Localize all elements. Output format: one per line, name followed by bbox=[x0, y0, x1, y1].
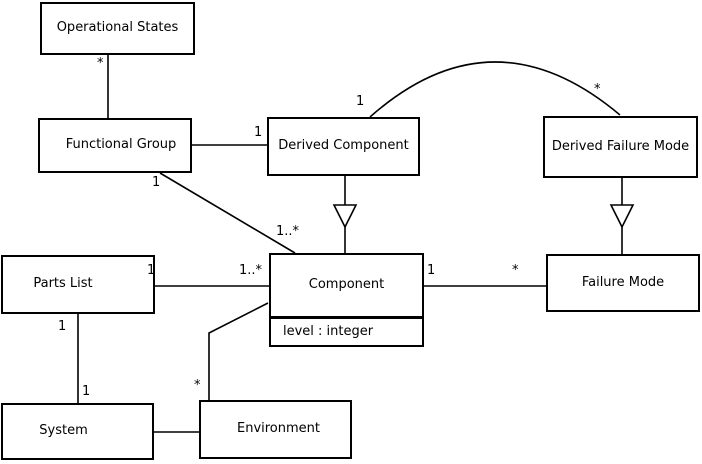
multiplicity-derived-component-arc: 1 bbox=[356, 94, 365, 109]
generalization-triangle-icon bbox=[332, 204, 358, 229]
class-operational-states: Operational States bbox=[40, 2, 195, 55]
multiplicity-component-partslist: 1..* bbox=[239, 263, 263, 278]
class-attribute-compartment: level : integer bbox=[271, 319, 422, 345]
class-name: Derived Component bbox=[278, 138, 409, 154]
multiplicity-derived-failure-mode-arc: * bbox=[594, 82, 601, 97]
class-name-compartment: Component bbox=[271, 255, 422, 319]
multiplicity-environment: * bbox=[194, 378, 201, 393]
class-name: Parts List bbox=[33, 276, 93, 292]
multiplicity-system: 1 bbox=[82, 384, 91, 399]
class-name: Environment bbox=[236, 421, 320, 437]
class-environment: Environment bbox=[199, 400, 352, 459]
class-derived-component: Derived Component bbox=[267, 117, 420, 176]
multiplicity-functional-group: 1 bbox=[152, 175, 161, 190]
edge-derivedcomponent-derivedfailuremode-arc bbox=[369, 61, 621, 118]
class-component: Component level : integer bbox=[269, 253, 424, 347]
class-name: Failure Mode bbox=[581, 274, 665, 290]
multiplicity-parts-list: 1 bbox=[147, 263, 156, 278]
generalization-triangle-icon bbox=[609, 204, 635, 229]
edge-environment-component bbox=[208, 302, 269, 400]
class-name: Derived Failure Mode bbox=[551, 138, 690, 154]
multiplicity-component-failuremode: 1 bbox=[427, 263, 436, 278]
class-name: Component bbox=[308, 277, 385, 293]
class-name: Functional Group bbox=[65, 137, 177, 153]
class-derived-failure-mode: Derived Failure Mode bbox=[543, 116, 698, 178]
class-name: Operational States bbox=[56, 20, 179, 36]
multiplicity-failure-mode: * bbox=[512, 263, 519, 278]
class-system: System bbox=[1, 403, 154, 460]
edge-functionalgroup-component bbox=[159, 172, 296, 254]
multiplicity-parts-list-system: 1 bbox=[58, 319, 67, 334]
class-attribute: level : integer bbox=[283, 323, 374, 339]
multiplicity-operational-states: * bbox=[97, 56, 104, 71]
class-failure-mode: Failure Mode bbox=[546, 254, 700, 312]
multiplicity-derived-component: 1 bbox=[254, 125, 263, 140]
class-name: System bbox=[39, 423, 88, 439]
class-parts-list: Parts List bbox=[1, 255, 155, 314]
class-functional-group: Functional Group bbox=[38, 118, 192, 173]
multiplicity-component: 1..* bbox=[276, 224, 300, 239]
